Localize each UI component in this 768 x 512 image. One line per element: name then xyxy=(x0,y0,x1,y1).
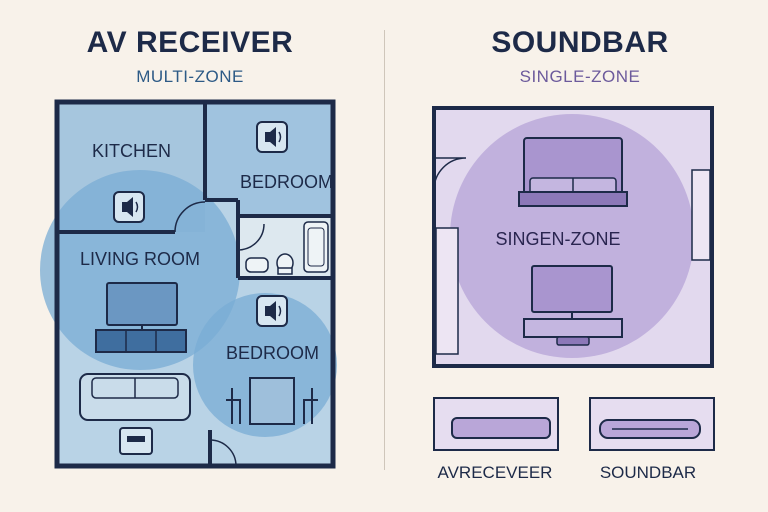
tv-icon xyxy=(95,282,187,353)
toilet-icon xyxy=(276,253,294,275)
living-room-coverage-zone xyxy=(40,170,240,370)
av-receiver-device xyxy=(433,397,559,451)
multi-zone-floorplan xyxy=(40,99,337,469)
sofa-icon xyxy=(79,373,191,421)
bathtub-icon xyxy=(303,221,329,273)
living-room-label: LIVING ROOM xyxy=(80,249,201,269)
panel-divider xyxy=(384,30,385,470)
sink-icon xyxy=(245,257,269,273)
speaker-icon xyxy=(113,191,145,223)
soundbar-title: SOUNDBAR xyxy=(491,26,669,59)
speaker-icon xyxy=(256,295,288,327)
single-zone-coverage xyxy=(450,114,694,358)
bedroom-lower-label: BEDROOM xyxy=(226,343,320,363)
soundbar-device xyxy=(589,397,715,451)
dining-table-icon xyxy=(226,377,318,425)
bed-icon xyxy=(518,137,628,207)
single-zone-subtitle: SINGLE-ZONE xyxy=(519,67,641,86)
bedroom-upper-coverage-zone xyxy=(205,104,331,218)
speaker-icon xyxy=(256,121,288,153)
kitchen-label: KITCHEN xyxy=(92,141,172,161)
multi-zone-subtitle: MULTI-ZONE xyxy=(136,67,244,86)
bedroom-upper-label: BEDROOM xyxy=(240,172,334,192)
single-zone-label: SINGEN-ZONE xyxy=(495,229,621,249)
av-receiver-device-label: AVRECEVEER xyxy=(437,463,553,482)
av-receiver-icon xyxy=(119,427,153,455)
soundbar-device-label: SOUNDBAR xyxy=(599,463,697,482)
single-zone-floorplan xyxy=(432,106,714,368)
av-receiver-title: AV RECEIVER xyxy=(86,26,294,59)
tv-icon xyxy=(523,265,623,346)
